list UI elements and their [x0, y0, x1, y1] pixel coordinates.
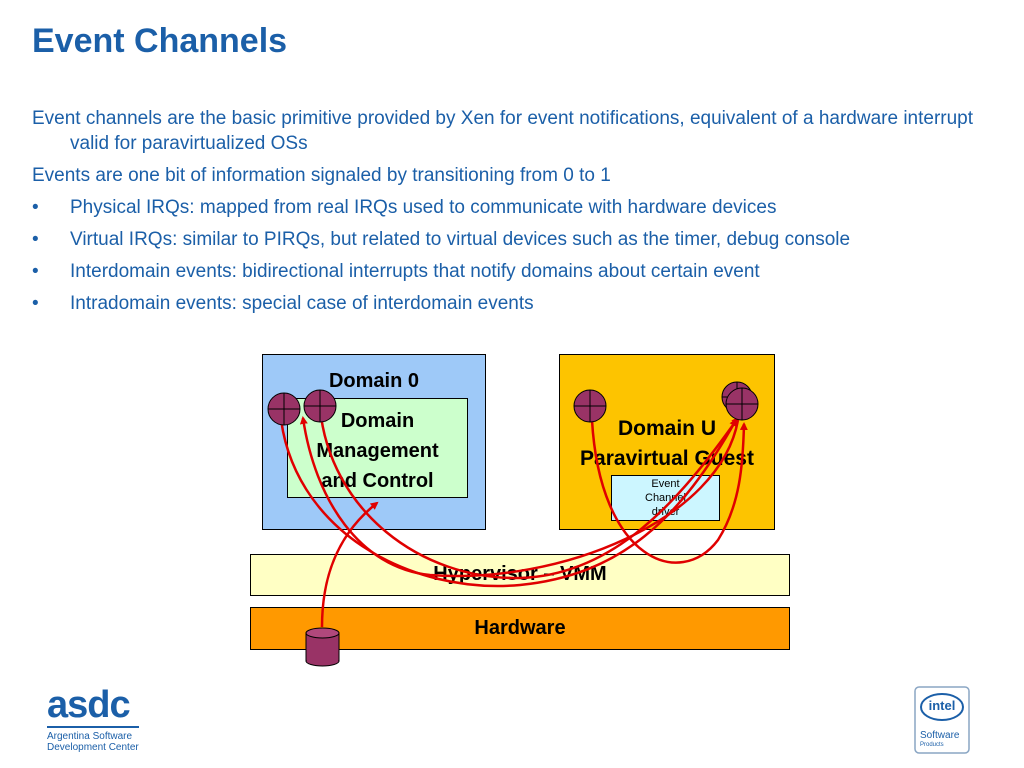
port-icon [725, 387, 759, 421]
bullet-interdomain-events: • Interdomain events: bidirectional inte… [32, 259, 992, 284]
bullet-dot: • [32, 229, 39, 250]
bullet-dot: • [32, 293, 39, 314]
bullet-virtual-irqs: • Virtual IRQs: similar to PIRQs, but re… [32, 227, 992, 252]
port-icon [573, 389, 607, 423]
intel-software-logo: intel Software Products [914, 686, 970, 754]
event-channel-driver-box [611, 475, 720, 521]
intel-word: intel [928, 698, 956, 713]
hardware-label: Hardware [474, 617, 566, 639]
asdc-logo-word: asdc [47, 684, 131, 726]
domainu-label: Domain U Paravirtual Guest [555, 414, 779, 474]
asdc-logo: asdc Argentina Software Development Cent… [47, 686, 139, 753]
asdc-logo-rule [47, 726, 139, 728]
domainu-line: Paravirtual Guest [580, 447, 754, 470]
management-control-label: Domain Management and Control [287, 406, 468, 496]
mgmt-line: and Control [321, 470, 434, 492]
event-arrow [278, 409, 738, 588]
event-arrow [590, 419, 748, 564]
bullet-text: Interdomain events: bidirectional interr… [70, 261, 760, 282]
event-arrow [318, 407, 740, 580]
bullet-intradomain-events: • Intradomain events: special case of in… [32, 291, 992, 316]
device-cylinder-icon [305, 627, 340, 667]
paragraph-event-channels: Event channels are the basic primitive p… [32, 108, 974, 154]
asdc-logo-line: Development Center [47, 742, 139, 753]
bullet-text: Physical IRQs: mapped from real IRQs use… [70, 197, 777, 218]
slide-body: Event channels are the basic primitive p… [32, 106, 992, 323]
intel-products-line: Products [920, 742, 944, 748]
event-arrow [299, 416, 740, 578]
port-icon [267, 392, 301, 426]
bullet-text: Intradomain events: special case of inte… [70, 293, 534, 314]
mgmt-line: Management [316, 440, 439, 462]
domainu-line: Domain U [617, 417, 716, 440]
hypervisor-label: Hypervisor – VMM [433, 563, 607, 585]
hardware-bar [250, 607, 790, 650]
bullet-dot: • [32, 261, 39, 282]
mgmt-line: Domain [340, 410, 415, 432]
bullet-text: Virtual IRQs: similar to PIRQs, but rela… [70, 229, 851, 250]
intel-software-line: Software [920, 730, 960, 741]
event-arrow [320, 501, 379, 628]
port-icon [303, 389, 337, 423]
asdc-logo-line: Argentina Software [47, 731, 133, 742]
bullet-physical-irqs: • Physical IRQs: mapped from real IRQs u… [32, 195, 992, 220]
bullet-dot: • [32, 197, 39, 218]
ecd-line: Event [651, 478, 680, 490]
domain0-label: Domain 0 [328, 370, 420, 392]
slide-title: Event Channels [32, 22, 288, 60]
hypervisor-bar [250, 554, 790, 596]
intel-badge-icon [914, 686, 970, 754]
paragraph-events-bit: Events are one bit of information signal… [32, 165, 611, 186]
